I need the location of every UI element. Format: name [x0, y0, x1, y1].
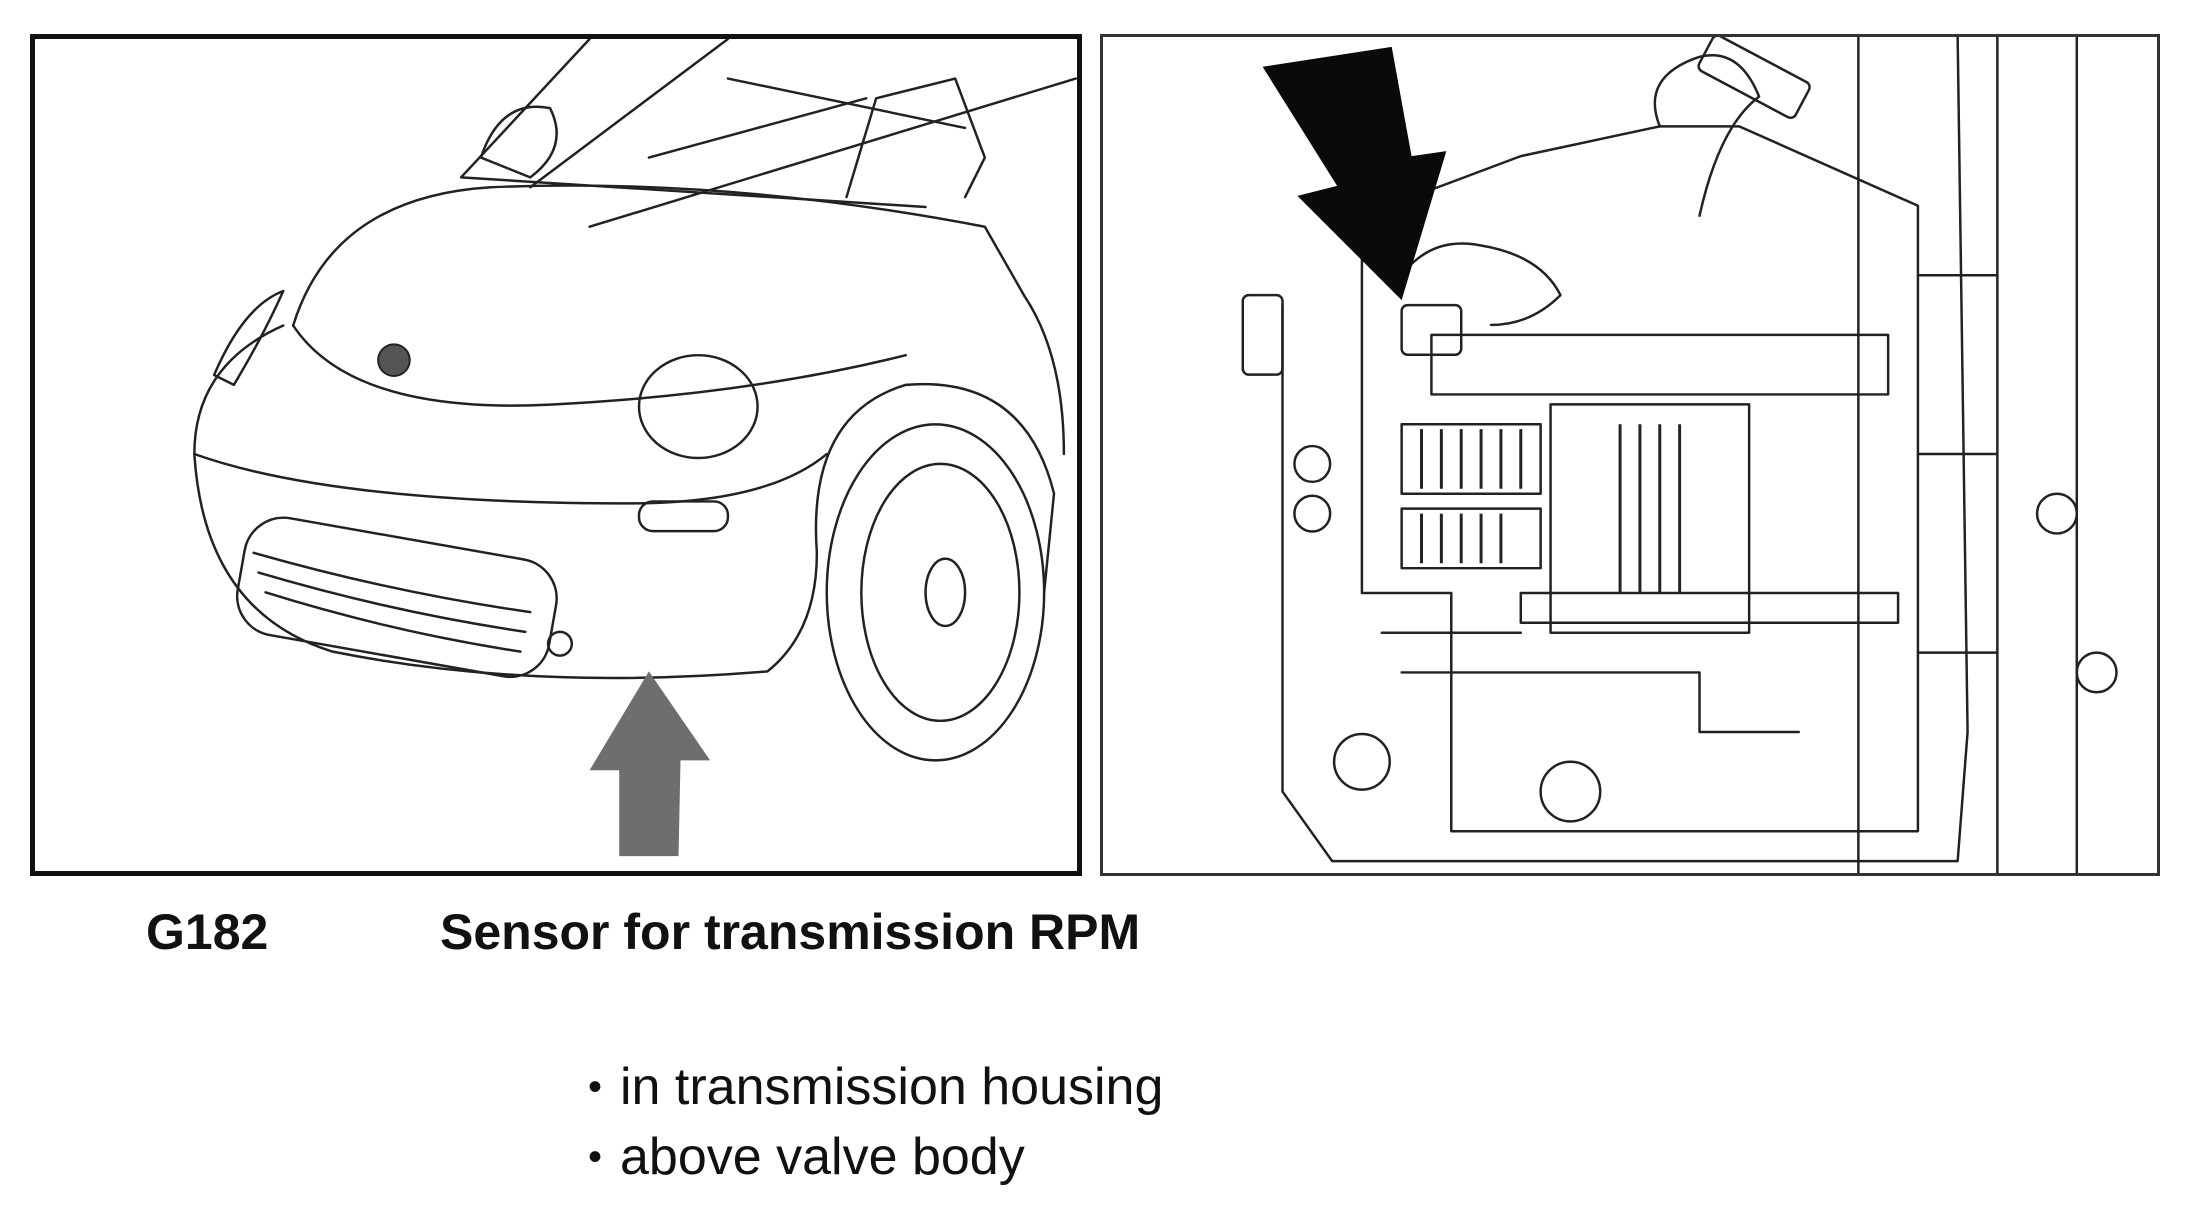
- transmission-housing: [1281, 37, 1969, 863]
- housing-webs: [1916, 274, 1999, 654]
- bolt: [1293, 494, 1332, 533]
- list-item: • above valve body: [588, 1122, 1163, 1192]
- windshield-frame: [459, 39, 1077, 228]
- valve-plate: [1430, 333, 1890, 396]
- solenoid-block-3: [1549, 403, 1751, 634]
- left-connector: [1241, 293, 1284, 376]
- front-tire: [825, 423, 1046, 762]
- grille-frame: [235, 516, 558, 679]
- solenoid-coil-lines: [1420, 429, 1523, 489]
- wheel-arch: [814, 382, 1056, 594]
- wheel-rim: [860, 462, 1021, 723]
- harness-connector: [1697, 37, 1811, 120]
- turn-indicator: [637, 500, 730, 533]
- bolt: [1332, 732, 1391, 791]
- seat-outline: [845, 77, 987, 199]
- valve-body-outline: [1360, 125, 1920, 833]
- brand-emblem: [377, 343, 411, 377]
- solenoid-coil-lines: [1618, 424, 1682, 594]
- wheel-hub: [924, 557, 967, 628]
- wiring-harness: [1653, 54, 1761, 217]
- solenoid-block-2: [1400, 507, 1542, 570]
- location-text: above valve body: [620, 1128, 1025, 1186]
- down-arrow-icon: [1262, 46, 1447, 301]
- vehicle-illustration-panel: [30, 34, 1082, 876]
- transmission-illustration-panel: [1100, 34, 2160, 876]
- bolt: [1293, 444, 1332, 484]
- location-text: in transmission housing: [620, 1058, 1164, 1116]
- location-list: • in transmission housing • above valve bo…: [588, 1052, 1163, 1192]
- valve-body-drawing: [1241, 37, 2118, 873]
- up-arrow-icon: [589, 671, 711, 857]
- wiper-lines: [647, 77, 967, 159]
- side-mirror: [479, 105, 558, 179]
- hood-lower-edge: [291, 324, 908, 407]
- vehicle-front-drawing: [193, 39, 1077, 857]
- component-code: G182: [146, 904, 269, 960]
- left-headlight: [212, 289, 285, 387]
- component-title: Sensor for transmission RPM: [440, 904, 1141, 960]
- bullet-icon: •: [588, 1135, 603, 1179]
- filter-cap: [1539, 760, 1602, 823]
- hood-outline: [291, 184, 1026, 327]
- bolt: [2075, 651, 2118, 694]
- fender-left: [193, 324, 285, 456]
- bullet-icon: •: [588, 1065, 603, 1109]
- solenoid-block-1: [1400, 422, 1542, 495]
- lower-plate: [1519, 591, 1900, 625]
- fender-right: [1023, 294, 1066, 456]
- bolt: [2035, 492, 2079, 535]
- bumper-outline: [193, 452, 819, 680]
- sensor-cable: [1400, 242, 1562, 327]
- oil-channels: [1380, 631, 1801, 734]
- right-headlight: [637, 353, 759, 460]
- grille-slots: [252, 551, 532, 653]
- list-item: • in transmission housing: [588, 1052, 1163, 1122]
- solenoid-coil-lines: [1420, 513, 1503, 564]
- fog-light: [546, 630, 574, 657]
- bumper-upper-line: [193, 452, 828, 505]
